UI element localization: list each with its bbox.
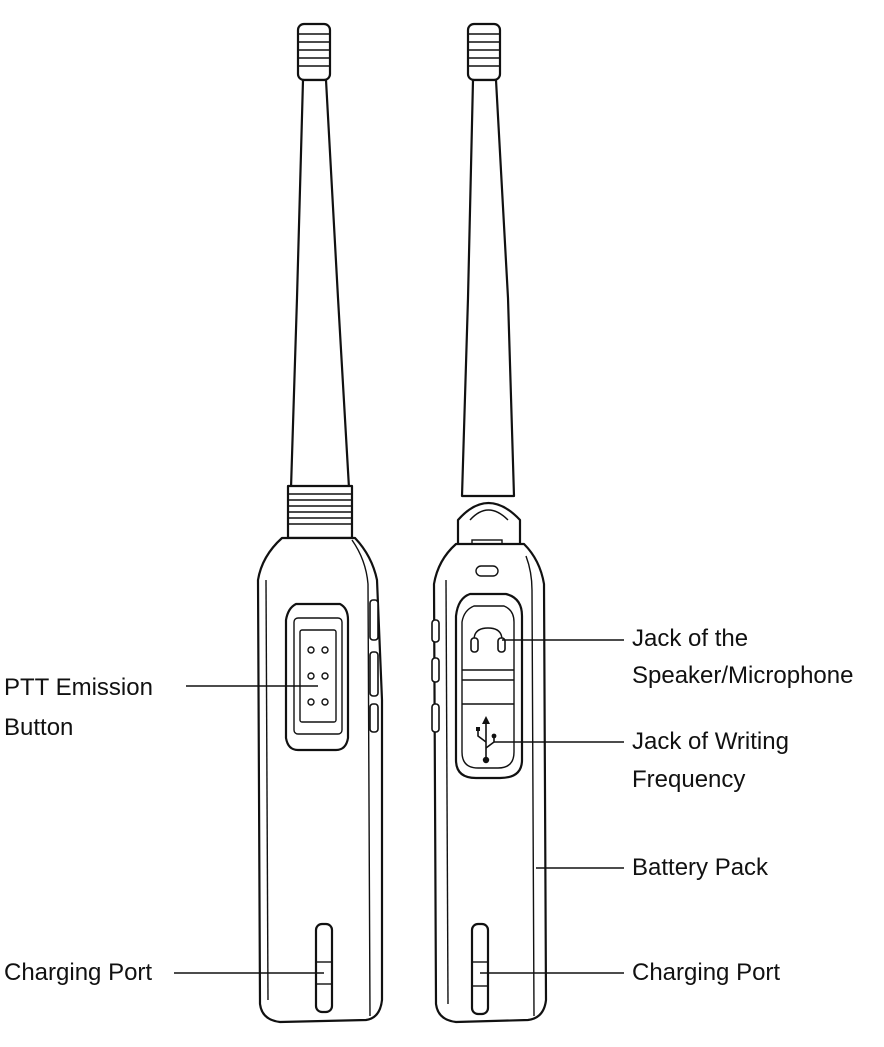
left-antenna-base — [286, 484, 354, 540]
right-antenna — [460, 78, 516, 498]
charging-port-right-label: Charging Port — [632, 959, 781, 986]
speaker-jack-label-line2: Speaker/Microphone — [632, 662, 854, 689]
right-charging-port — [470, 922, 490, 1016]
right-radio — [431, 22, 548, 1024]
left-radio — [256, 22, 384, 1024]
ptt-button — [284, 602, 350, 752]
right-antenna-tip — [466, 22, 502, 82]
left-charging-port — [314, 922, 334, 1014]
charging-port-left-label: Charging Port — [4, 959, 153, 986]
jack-cover — [454, 592, 524, 780]
writing-jack-label-line1: Jack of Writing — [632, 728, 789, 755]
left-antenna-tip — [296, 22, 332, 82]
writing-jack-label-line2: Frequency — [632, 766, 746, 793]
left-antenna — [289, 78, 351, 490]
battery-pack-label: Battery Pack — [632, 854, 769, 881]
ptt-label-line1: PTT Emission — [4, 674, 153, 701]
headset-jack-icon — [470, 627, 506, 653]
speaker-jack-label-line1: Jack of the — [632, 625, 749, 652]
ptt-label-line2: Button — [4, 714, 74, 741]
